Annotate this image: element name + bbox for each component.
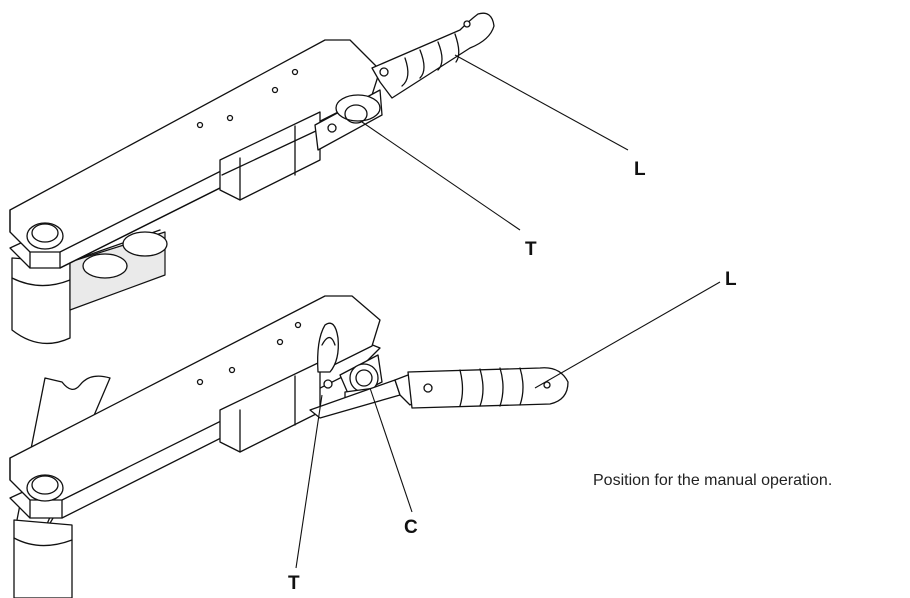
leader-bottom-lever: [534, 281, 721, 389]
leader-bottom-catch: [295, 394, 323, 569]
top-arm-assembly: [9, 12, 495, 344]
label-bottom-catch: T: [288, 573, 300, 594]
label-top-catch: T: [525, 239, 537, 260]
leader-top-catch: [361, 121, 521, 231]
caption: Position for the manual operation.: [593, 472, 833, 489]
label-bottom-lever: L: [725, 269, 737, 290]
leader-bottom-cylinder: [369, 387, 413, 513]
leader-top-lever: [454, 54, 629, 151]
label-bottom-cylinder: C: [404, 517, 418, 538]
label-top-lever: L: [634, 159, 646, 180]
bottom-arm-assembly: [9, 295, 569, 598]
